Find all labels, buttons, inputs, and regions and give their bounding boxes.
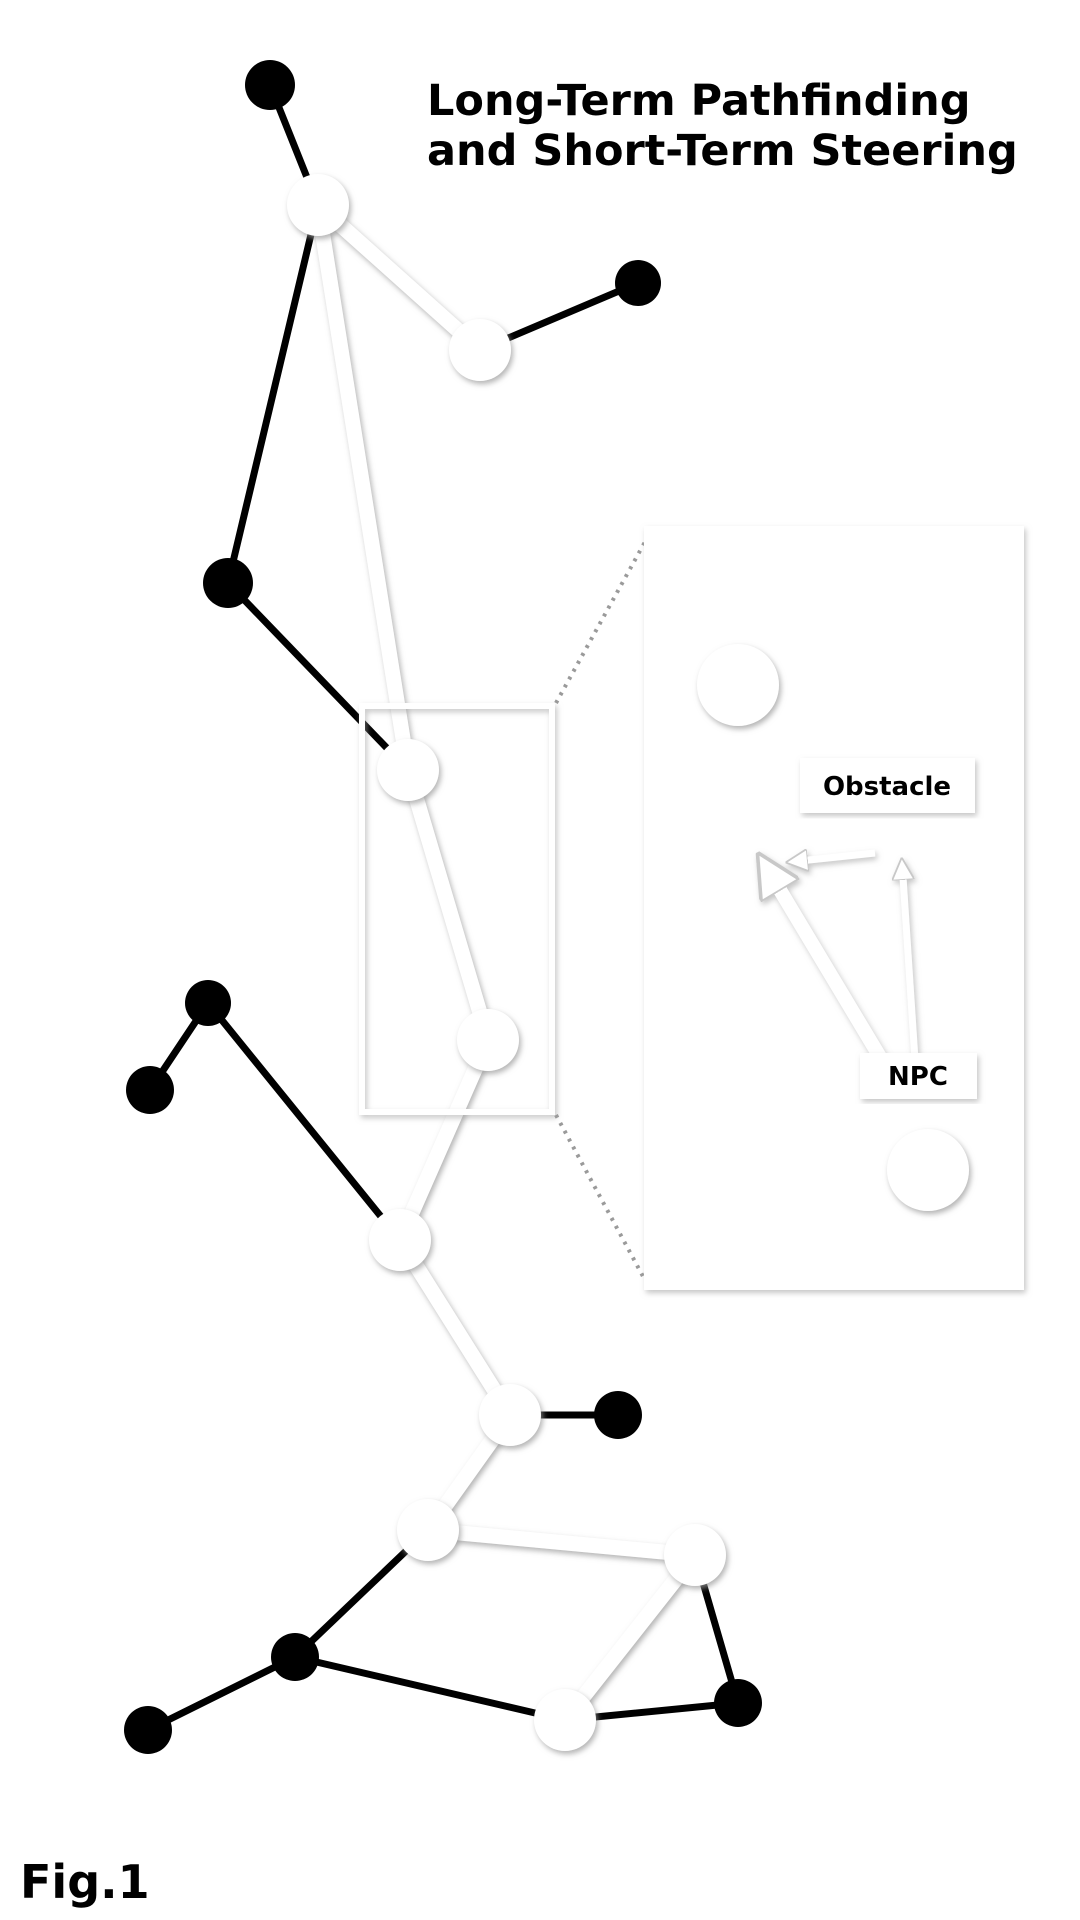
figure-label: Fig.1	[20, 1855, 150, 1909]
path-node	[479, 1384, 541, 1446]
path-node	[664, 1524, 726, 1586]
path-node	[397, 1499, 459, 1561]
graph-node	[594, 1391, 642, 1439]
path-node	[369, 1209, 431, 1271]
inset-panel: Obstacle NPC	[644, 526, 1024, 1290]
graph-edge	[224, 201, 322, 587]
graph-node	[126, 1066, 174, 1114]
npc-target-circle	[887, 1129, 969, 1211]
graph-node	[271, 1633, 319, 1681]
obstacle-label: Obstacle	[823, 772, 951, 802]
path-node	[449, 319, 511, 381]
graph-edge	[291, 1653, 569, 1724]
graph-node	[714, 1679, 762, 1727]
zoom-connectors	[554, 539, 648, 1283]
path-line	[310, 197, 703, 1728]
graph-nodes	[124, 60, 762, 1754]
path-edges	[310, 197, 703, 1728]
npc-label-box	[860, 1053, 977, 1099]
steering-arrows	[762, 853, 919, 1061]
zoom-connector-bottom	[554, 1114, 648, 1283]
steering-arrow-desired	[762, 860, 887, 1061]
graph-edge	[204, 999, 404, 1244]
title-line-2: and Short-Term Steering	[427, 126, 1018, 176]
steering-arrow-correction	[790, 853, 876, 862]
zoom-selection-box	[359, 703, 555, 1115]
obstacle-circle	[697, 644, 779, 726]
graph-node	[185, 980, 231, 1026]
path-branch	[310, 197, 488, 358]
path-node	[534, 1689, 596, 1751]
obstacle-label-box	[800, 758, 975, 813]
graph-edge	[224, 579, 412, 774]
path-node	[287, 174, 349, 236]
title-line-1: Long-Term Pathfinding	[427, 76, 971, 126]
path-node	[377, 739, 439, 801]
graph-node	[124, 1706, 172, 1754]
path-nodes	[287, 174, 726, 1751]
path-node	[457, 1009, 519, 1071]
graph-node	[245, 60, 295, 110]
npc-label: NPC	[888, 1062, 948, 1092]
zoom-connector-top	[554, 539, 648, 704]
graph-edge	[144, 1653, 299, 1734]
steering-arrow-avoid	[902, 862, 919, 1061]
graph-node	[615, 260, 661, 306]
graph-node	[203, 558, 253, 608]
